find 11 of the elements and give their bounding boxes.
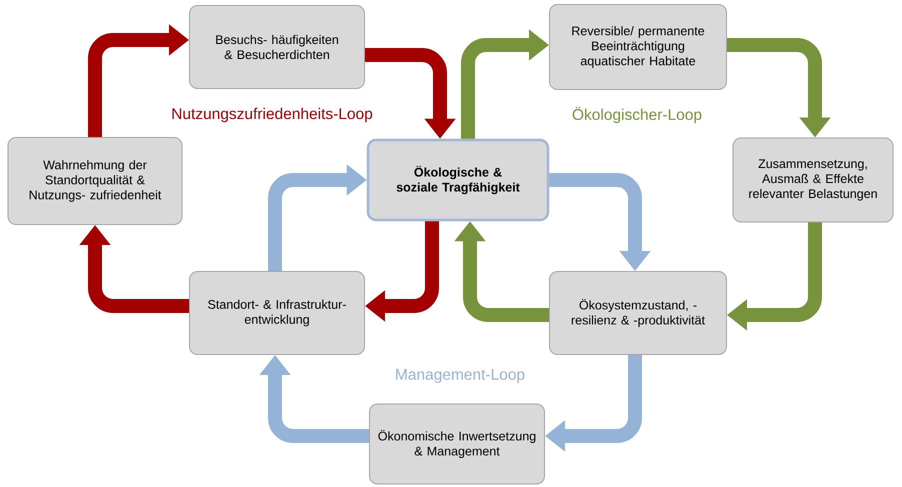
loop-label: Nutzungszufriedenheits-Loop — [172, 108, 372, 122]
process-box: Wahrnehmung der Standortqualität & Nutzungs- zufriedenheit — [8, 137, 183, 225]
process-box: Zusammensetzung, Ausmaß & Effekte relevanter Belastungen — [732, 138, 894, 222]
process-box: Ökosystemzustand, -resilienz & -produktivität — [549, 271, 727, 355]
process-box: Standort- & Infrastruktur- entwicklung — [189, 271, 365, 355]
loop-label: Management-Loop — [396, 369, 524, 383]
process-box: Reversible/ permanente Beeinträchtigung aquatischer Habitate — [549, 4, 727, 90]
loop-label: Ökologischer-Loop — [572, 106, 702, 124]
process-box: Ökologische & soziale Tragfähigkeit — [366, 138, 550, 222]
process-box: Besuchs- häufigkeiten & Besucherdichten — [189, 5, 365, 89]
process-box: Ökonomische Inwertsetzung & Management — [369, 404, 545, 484]
